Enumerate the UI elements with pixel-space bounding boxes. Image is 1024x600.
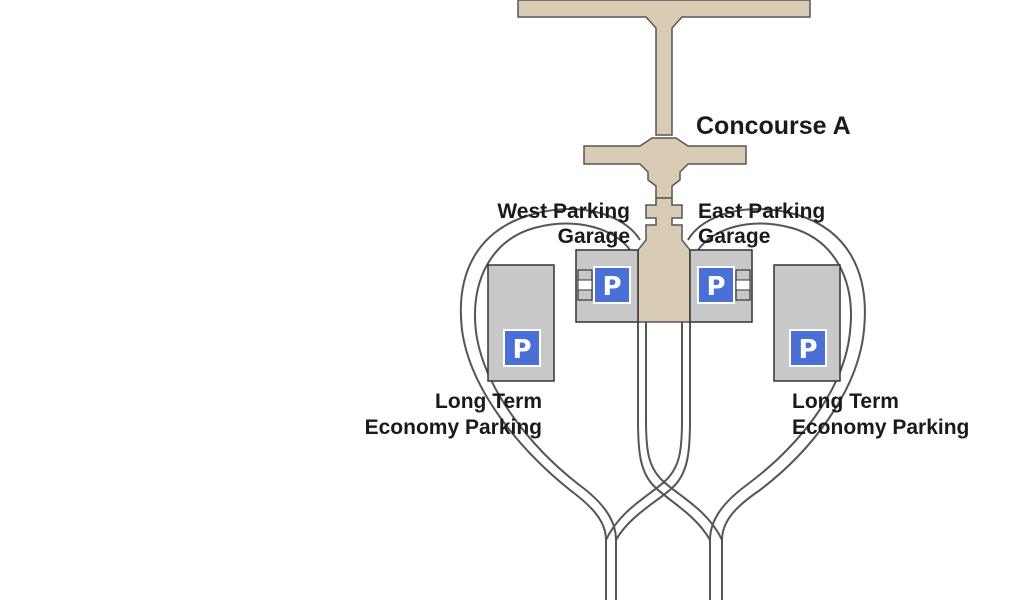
parking-sign-letter: P — [512, 335, 531, 365]
parking-sign-icon: P — [593, 266, 631, 304]
long-term-right-label-line2: Economy Parking — [792, 416, 969, 439]
road-center-cross-c — [645, 322, 723, 541]
long-term-left-label-line1: Long Term — [435, 390, 542, 413]
west-garage-label-line2: Garage — [558, 225, 630, 248]
concourse-top — [517, 0, 811, 136]
parking-sign-letter: P — [602, 272, 621, 302]
road-center-cross-a — [605, 322, 683, 541]
road-right-loop-inner — [697, 222, 852, 600]
roads — [459, 208, 866, 600]
road-center-cross-d — [637, 322, 711, 541]
concourse-a-building — [583, 137, 747, 199]
parking-sign-icon: P — [503, 329, 541, 367]
terminal-structure — [517, 0, 811, 323]
concourse-a-label: Concourse A — [696, 112, 851, 140]
parking-sign-icon: P — [789, 329, 827, 367]
parking-sign-letter: P — [706, 272, 725, 302]
west-garage-label-line1: West Parking — [497, 200, 630, 223]
long-term-left-label-line2: Economy Parking — [365, 416, 542, 439]
long-term-right-label-line1: Long Term — [792, 390, 899, 413]
connector-walkway — [637, 197, 691, 323]
road-left-loop-outer — [459, 208, 641, 600]
parking-sign-letter: P — [798, 335, 817, 365]
parking-sign-icon: P — [697, 266, 735, 304]
road-left-loop-inner — [474, 222, 631, 600]
road-right-loop-outer — [687, 208, 866, 600]
east-garage-label-line2: Garage — [698, 225, 770, 248]
east-garage-label-line1: East Parking — [698, 200, 825, 223]
